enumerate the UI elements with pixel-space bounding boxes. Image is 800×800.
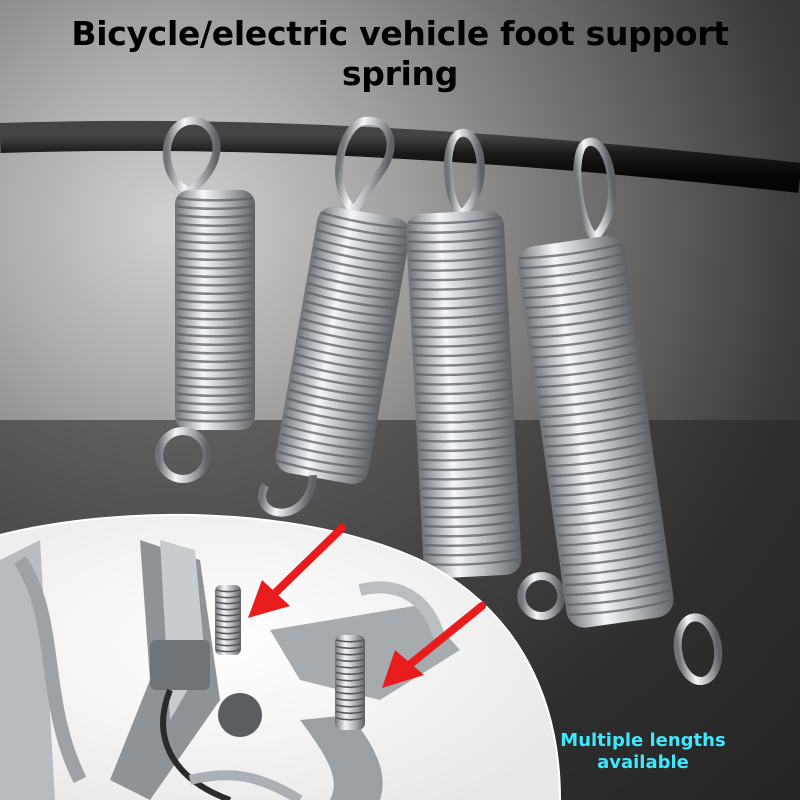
- long-spring: [406, 128, 566, 621]
- lengths-caption: Multiple lengths available: [538, 730, 748, 774]
- short-spring-with-hook: [258, 116, 411, 517]
- arrow-lower: [382, 602, 486, 688]
- headline: Bicycle/electric vehicle foot support sp…: [0, 14, 800, 94]
- caption-line-1: Multiple lengths: [560, 730, 726, 751]
- arrow-upper: [248, 524, 346, 618]
- caption-line-2: available: [597, 752, 689, 773]
- headline-line-2: spring: [341, 54, 459, 93]
- longest-spring: [517, 137, 723, 686]
- hanging-rod: [0, 120, 800, 193]
- headline-line-1: Bicycle/electric vehicle foot support: [71, 14, 729, 53]
- shortest-spring: [155, 116, 255, 483]
